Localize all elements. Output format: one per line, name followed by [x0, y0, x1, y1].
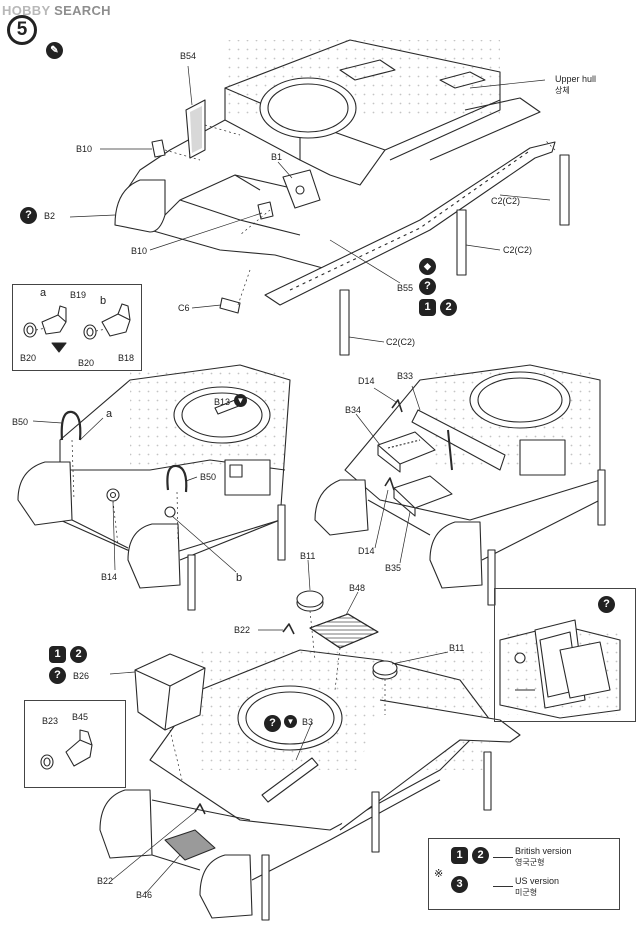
question-badge-b3: ?: [264, 715, 281, 732]
label-a-middle: a: [106, 408, 113, 420]
label-b: b: [100, 295, 107, 307]
label-b46: B46: [136, 890, 153, 900]
label-b10-lower: B10: [131, 246, 148, 256]
label-b23: B23: [42, 716, 59, 726]
version-badge-2-bottom: 2: [70, 646, 87, 663]
legend-badge-3: 3: [451, 876, 468, 893]
question-badge-inset: ?: [598, 596, 615, 613]
inset-frame-b23-b45: [24, 700, 126, 788]
label-a: a: [40, 287, 47, 299]
label-upper-hull-kr: 상체: [555, 86, 570, 95]
version-legend: ※ 1 2 British version 영국군형 3 US version …: [428, 838, 620, 910]
label-b3: B3: [302, 717, 314, 727]
label-b48: B48: [349, 583, 366, 593]
label-b14: B14: [101, 572, 118, 582]
inset-frame-gun-mount: [12, 284, 142, 371]
label-b26: B26: [73, 671, 90, 681]
version-badge-1-bottom: 1: [49, 646, 66, 663]
legend-line-1: [493, 857, 513, 858]
label-b22-bottom: B22: [97, 876, 114, 886]
question-badge-b26: ?: [49, 667, 66, 684]
legend-british-kr: 영국군형: [515, 858, 545, 867]
legend-us: US version: [515, 876, 560, 886]
label-d14-top: D14: [358, 376, 375, 386]
label-b-middle: b: [236, 572, 243, 584]
version-badge-2: 2: [440, 299, 457, 316]
watermark-prefix: HOBBY: [2, 3, 51, 18]
label-b22-top: B22: [234, 625, 251, 635]
label-b11-right: B11: [449, 643, 465, 653]
upper-hull-assembly: [69, 39, 570, 356]
inset-gun-mount: [23, 303, 131, 353]
label-b45: B45: [72, 712, 89, 722]
label-b50-left: B50: [12, 417, 29, 427]
question-badge: ?: [20, 207, 37, 224]
inset-detail: [499, 619, 621, 719]
label-b50-right: B50: [200, 472, 217, 482]
arrow-badge: ◆: [419, 258, 436, 275]
label-c2-2: C2(C2): [503, 245, 533, 255]
label-b20-left: B20: [20, 353, 37, 363]
label-b18: B18: [118, 353, 135, 363]
label-b13: B13: [214, 397, 231, 407]
warning-badge-b3: ▼: [284, 715, 297, 728]
step-number: 5: [7, 15, 37, 45]
label-upper-hull: Upper hull: [555, 74, 597, 84]
label-b55: B55: [397, 283, 414, 293]
watermark: HOBBY SEARCH: [2, 3, 111, 18]
label-b34: B34: [345, 405, 362, 415]
legend-british: British version: [515, 846, 572, 856]
label-b11-top: B11: [300, 551, 316, 561]
label-b2: B2: [44, 211, 56, 221]
question-badge-b55: ?: [419, 278, 436, 295]
legend-badge-1: 1: [451, 847, 468, 864]
label-b35: B35: [385, 563, 402, 573]
label-b19: B19: [70, 290, 87, 300]
label-b54: B54: [180, 51, 197, 61]
inset-frame-detail: [494, 588, 636, 722]
glue-icon: ✎: [46, 42, 63, 59]
label-c6: C6: [178, 303, 190, 313]
label-b1: B1: [271, 152, 283, 162]
label-c2-3: C2(C2): [386, 337, 416, 347]
legend-us-kr: 미군형: [515, 888, 538, 897]
legend-badge-2: 2: [472, 847, 489, 864]
label-b33: B33: [397, 371, 414, 381]
warning-badge: ▼: [234, 394, 247, 407]
version-badge-1: 1: [419, 299, 436, 316]
watermark-suffix: SEARCH: [54, 3, 111, 18]
legend-mark: ※: [434, 868, 444, 880]
middle-left-assembly: [17, 364, 291, 611]
label-d14-bottom: D14: [358, 546, 375, 556]
label-c2-1: C2(C2): [491, 196, 521, 206]
label-b20-right: B20: [78, 358, 95, 368]
legend-line-2: [493, 886, 513, 887]
middle-right-assembly: [314, 364, 606, 606]
label-b10: B10: [76, 144, 93, 154]
